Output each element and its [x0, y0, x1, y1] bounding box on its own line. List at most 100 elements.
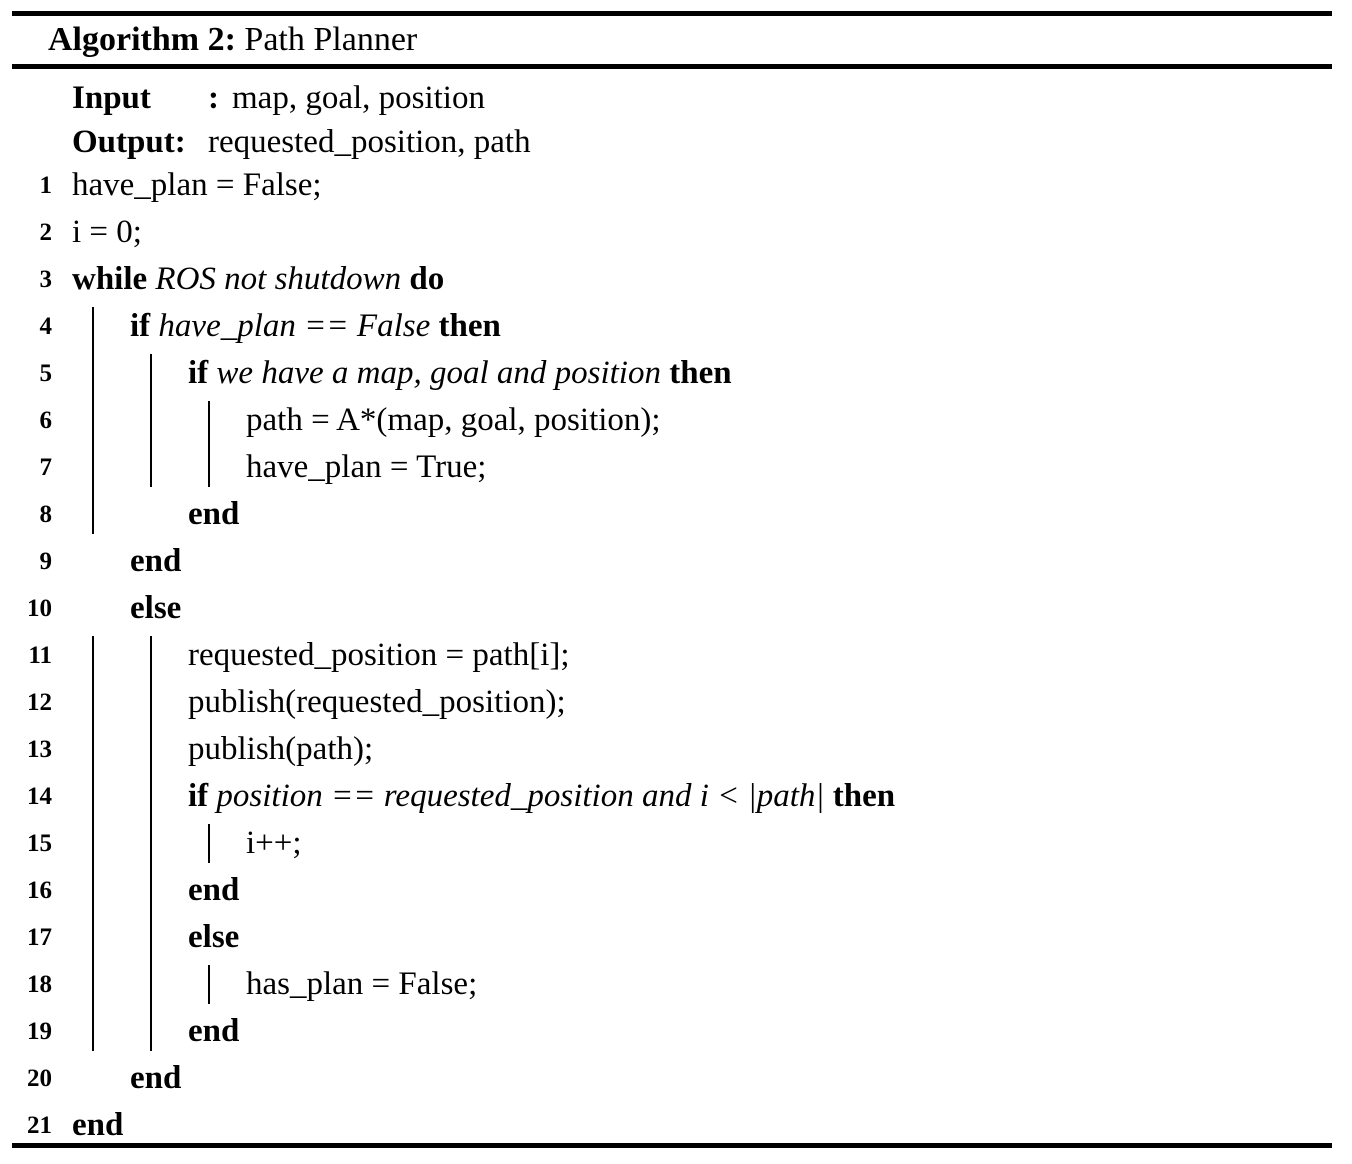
code-line: 12 publish(requested_position);: [0, 679, 1352, 726]
code-line: 18 has_plan = False;: [0, 961, 1352, 1008]
line-number: 21: [27, 1112, 52, 1139]
code-keyword-tail: then: [832, 778, 896, 814]
code-line: 2 i = 0;: [0, 209, 1352, 256]
code-line: 19 end: [0, 1008, 1352, 1055]
code-statement-text: publish(path);: [188, 731, 374, 767]
code-line: 8 end: [0, 491, 1352, 538]
code-statement-text: have_plan = True;: [246, 449, 487, 485]
line-number: 12: [27, 689, 52, 716]
code-keyword: end: [130, 543, 182, 579]
line-number: 13: [27, 736, 52, 763]
code-statement: have_plan = True;: [246, 444, 486, 491]
code-statement-text: requested_position = path[i];: [188, 637, 570, 673]
code-statement: publish(path);: [188, 726, 373, 773]
code-statement: publish(requested_position);: [188, 679, 566, 726]
code-condition: position == requested_position and i < |…: [216, 778, 825, 814]
code-statement-text: path = A*(map, goal, position);: [246, 402, 661, 438]
code-keyword: if: [188, 778, 209, 814]
code-keyword-tail: do: [409, 261, 445, 297]
code-statement: else: [188, 914, 239, 961]
line-number: 3: [39, 266, 53, 293]
code-keyword: end: [188, 1013, 240, 1049]
code-statement-text: publish(requested_position);: [188, 684, 566, 720]
line-number: 18: [27, 971, 52, 998]
indent-guide-bar: [92, 636, 94, 1051]
code-keyword: while: [72, 261, 148, 297]
code-statement: end: [130, 538, 181, 585]
indent-guide-bar: [208, 824, 210, 863]
code-condition: we have a map, goal and position: [216, 355, 661, 391]
code-statement: else: [130, 585, 181, 632]
line-number: 9: [39, 548, 53, 575]
code-keyword: end: [72, 1107, 124, 1143]
line-number: 7: [39, 454, 53, 481]
code-line: 5 if we have a map, goal and position the…: [0, 350, 1352, 397]
input-separator: :: [208, 80, 219, 116]
algorithm-title: Algorithm 2: Path Planner: [48, 18, 417, 62]
line-number: 19: [27, 1018, 52, 1045]
input-label: Input: [72, 80, 151, 116]
code-statement: end: [72, 1102, 123, 1149]
code-keyword: if: [188, 355, 209, 391]
output-value: requested_position, path: [208, 124, 531, 160]
indent-guide-bar: [208, 401, 210, 487]
code-statement: end: [188, 867, 239, 914]
code-line: 10 else: [0, 585, 1352, 632]
output-row: Output:requested_position, path: [72, 120, 531, 164]
code-condition: have_plan == False: [158, 308, 431, 344]
code-statement-text: has_plan = False;: [246, 966, 478, 1002]
line-number: 1: [39, 172, 53, 199]
code-keyword: else: [188, 919, 240, 955]
code-line: 1 have_plan = False;: [0, 162, 1352, 209]
input-value: map, goal, position: [232, 80, 485, 116]
bottom-rule: [12, 1143, 1332, 1148]
indent-guide-bar: [150, 354, 152, 487]
code-keyword: if: [130, 308, 151, 344]
code-statement-text: have_plan = False;: [72, 167, 322, 203]
code-statement: end: [130, 1055, 181, 1102]
title-divider-rule: [12, 64, 1332, 69]
line-number: 10: [27, 595, 52, 622]
algorithm-title-name: Path Planner: [244, 21, 418, 58]
line-number: 11: [28, 642, 52, 669]
indent-guide-bar: [150, 636, 152, 1051]
line-number: 15: [27, 830, 52, 857]
line-number: 5: [39, 360, 53, 387]
code-line: 4 if have_plan == False then: [0, 303, 1352, 350]
code-statement: i++;: [246, 820, 302, 867]
line-number: 2: [39, 219, 53, 246]
code-statement: has_plan = False;: [246, 961, 477, 1008]
code-keyword: end: [130, 1060, 182, 1096]
code-statement: path = A*(map, goal, position);: [246, 397, 661, 444]
code-statement: end: [188, 491, 239, 538]
code-line: 7 have_plan = True;: [0, 444, 1352, 491]
indent-guide-bar: [92, 307, 94, 534]
indent-guide-bar: [208, 965, 210, 1004]
code-line: 13 publish(path);: [0, 726, 1352, 773]
code-line: 20 end: [0, 1055, 1352, 1102]
code-statement: if position == requested_position and i …: [188, 773, 895, 820]
top-rule: [12, 11, 1332, 16]
input-row: Input: map, goal, position: [72, 76, 485, 120]
code-line: 9 end: [0, 538, 1352, 585]
line-number: 8: [39, 501, 53, 528]
code-line: 14 if position == requested_position and …: [0, 773, 1352, 820]
code-line: 11 requested_position = path[i];: [0, 632, 1352, 679]
code-keyword-tail: then: [669, 355, 732, 391]
code-line: 21 end: [0, 1102, 1352, 1149]
line-number: 20: [27, 1065, 52, 1092]
line-number: 17: [27, 924, 52, 951]
line-number: 4: [39, 313, 53, 340]
code-statement-text: i = 0;: [72, 214, 142, 250]
code-statement: if have_plan == False then: [130, 303, 501, 350]
code-line: 17 else: [0, 914, 1352, 961]
code-statement: end: [188, 1008, 239, 1055]
code-statement: have_plan = False;: [72, 162, 322, 209]
algorithm-title-keyword: Algorithm 2:: [48, 21, 236, 58]
code-keyword: else: [130, 590, 182, 626]
line-number: 14: [27, 783, 52, 810]
code-statement-text: i++;: [246, 825, 302, 861]
